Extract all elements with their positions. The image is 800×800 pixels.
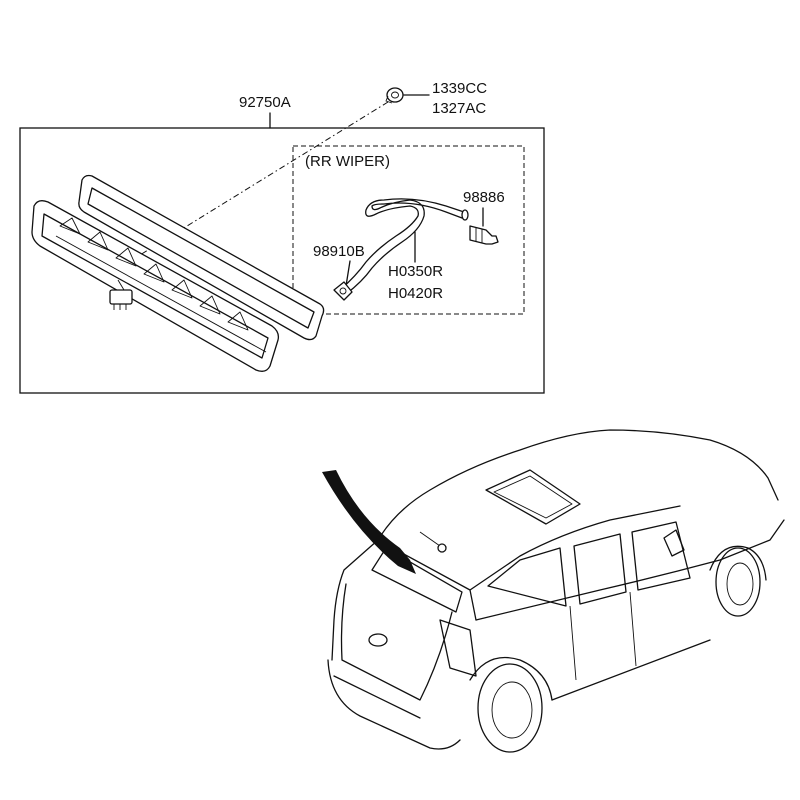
location-pointer-wedge	[322, 470, 416, 574]
part-number-H0420R: H0420R	[388, 285, 443, 302]
washer-nozzle-part	[469, 225, 499, 245]
part-number-1339CC: 1339CC	[432, 80, 487, 97]
part-number-H0350R: H0350R	[388, 263, 443, 280]
grommet-part	[385, 87, 404, 104]
part-number-98910B: 98910B	[313, 243, 365, 260]
high-mount-stop-lamp-part	[31, 200, 280, 372]
rr-wiper-subgroup-frame	[292, 145, 525, 315]
rr-wiper-group-title: (RR WIPER)	[305, 153, 390, 170]
part-number-92750A: 92750A	[239, 94, 291, 111]
washer-hose-part	[333, 198, 469, 301]
part-number-1327AC: 1327AC	[432, 100, 486, 117]
part-number-98886: 98886	[463, 189, 505, 206]
vehicle-illustration	[327, 429, 785, 753]
lamp-gasket-part	[78, 174, 325, 341]
parts-group-frame	[19, 127, 545, 394]
leader-98910B	[345, 260, 351, 287]
